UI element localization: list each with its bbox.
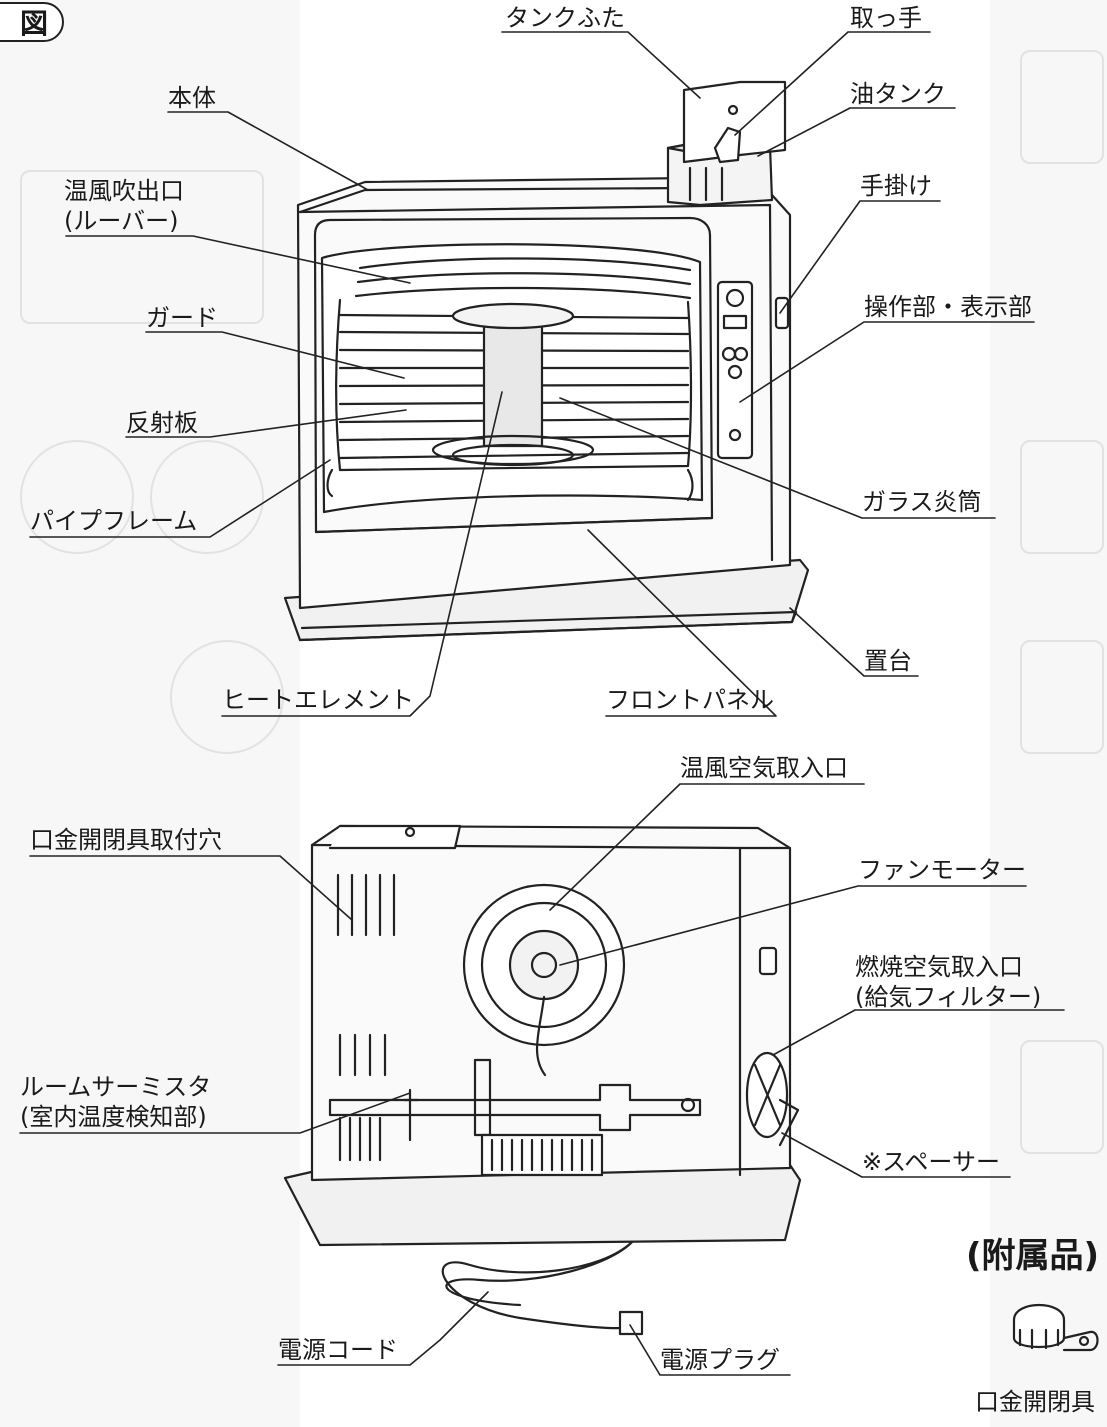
back-heater-illustration xyxy=(283,824,802,1336)
label-cap-tool-hole: 口金開閉具取付穴 xyxy=(30,826,222,854)
label-fan-motor: ファンモーター xyxy=(858,856,1026,884)
label-pipe-frame: パイプフレーム xyxy=(30,507,198,535)
label-warm-air-outlet: 温風吹出口 (ルーバー) xyxy=(64,177,184,235)
label-warm-air-intake: 温風空気取入口 xyxy=(680,754,848,782)
cap-tool-illustration xyxy=(1012,1303,1099,1352)
label-control-display: 操作部・表示部 xyxy=(864,293,1032,321)
label-hand-grip: 手掛け xyxy=(860,172,932,200)
label-body: 本体 xyxy=(168,84,216,112)
background-faded-circle xyxy=(20,440,134,554)
background-faded-box xyxy=(1020,640,1104,754)
label-reflector: 反射板 xyxy=(126,409,198,437)
background-faded-circle xyxy=(170,640,284,754)
background-right-column xyxy=(990,0,1107,1427)
label-front-panel: フロントパネル xyxy=(606,686,774,714)
label-power-plug: 電源プラグ xyxy=(660,1346,780,1374)
accessories-title: (附属品) xyxy=(966,1236,1100,1276)
label-glass-chimney: ガラス炎筒 xyxy=(862,488,982,516)
figure-tag: 図 xyxy=(0,2,64,42)
background-faded-box xyxy=(1020,440,1104,554)
background-faded-circle xyxy=(150,440,264,554)
label-cap-tool: 口金開閉具 xyxy=(975,1388,1095,1416)
label-power-cord: 電源コード xyxy=(278,1336,398,1364)
background-faded-box xyxy=(20,170,264,324)
label-guard: ガード xyxy=(146,304,218,332)
label-heat-element: ヒートエレメント xyxy=(222,686,414,714)
label-room-thermistor: ルームサーミスタ (室内温度検知部) xyxy=(20,1073,212,1131)
leader-lines xyxy=(19,31,1065,1376)
background-faded-box xyxy=(1020,50,1104,164)
label-combustion-air-intake: 燃焼空気取入口 (給気フィルター) xyxy=(855,953,1042,1011)
background-faded-box xyxy=(1020,1040,1104,1154)
label-handle: 取っ手 xyxy=(850,4,922,32)
front-heater-illustration xyxy=(283,80,810,642)
label-tank-cap: タンクふた xyxy=(505,4,625,32)
label-spacer: ※スペーサー xyxy=(862,1148,1000,1176)
label-oil-tank: 油タンク xyxy=(850,80,946,108)
label-base: 置台 xyxy=(864,647,912,675)
